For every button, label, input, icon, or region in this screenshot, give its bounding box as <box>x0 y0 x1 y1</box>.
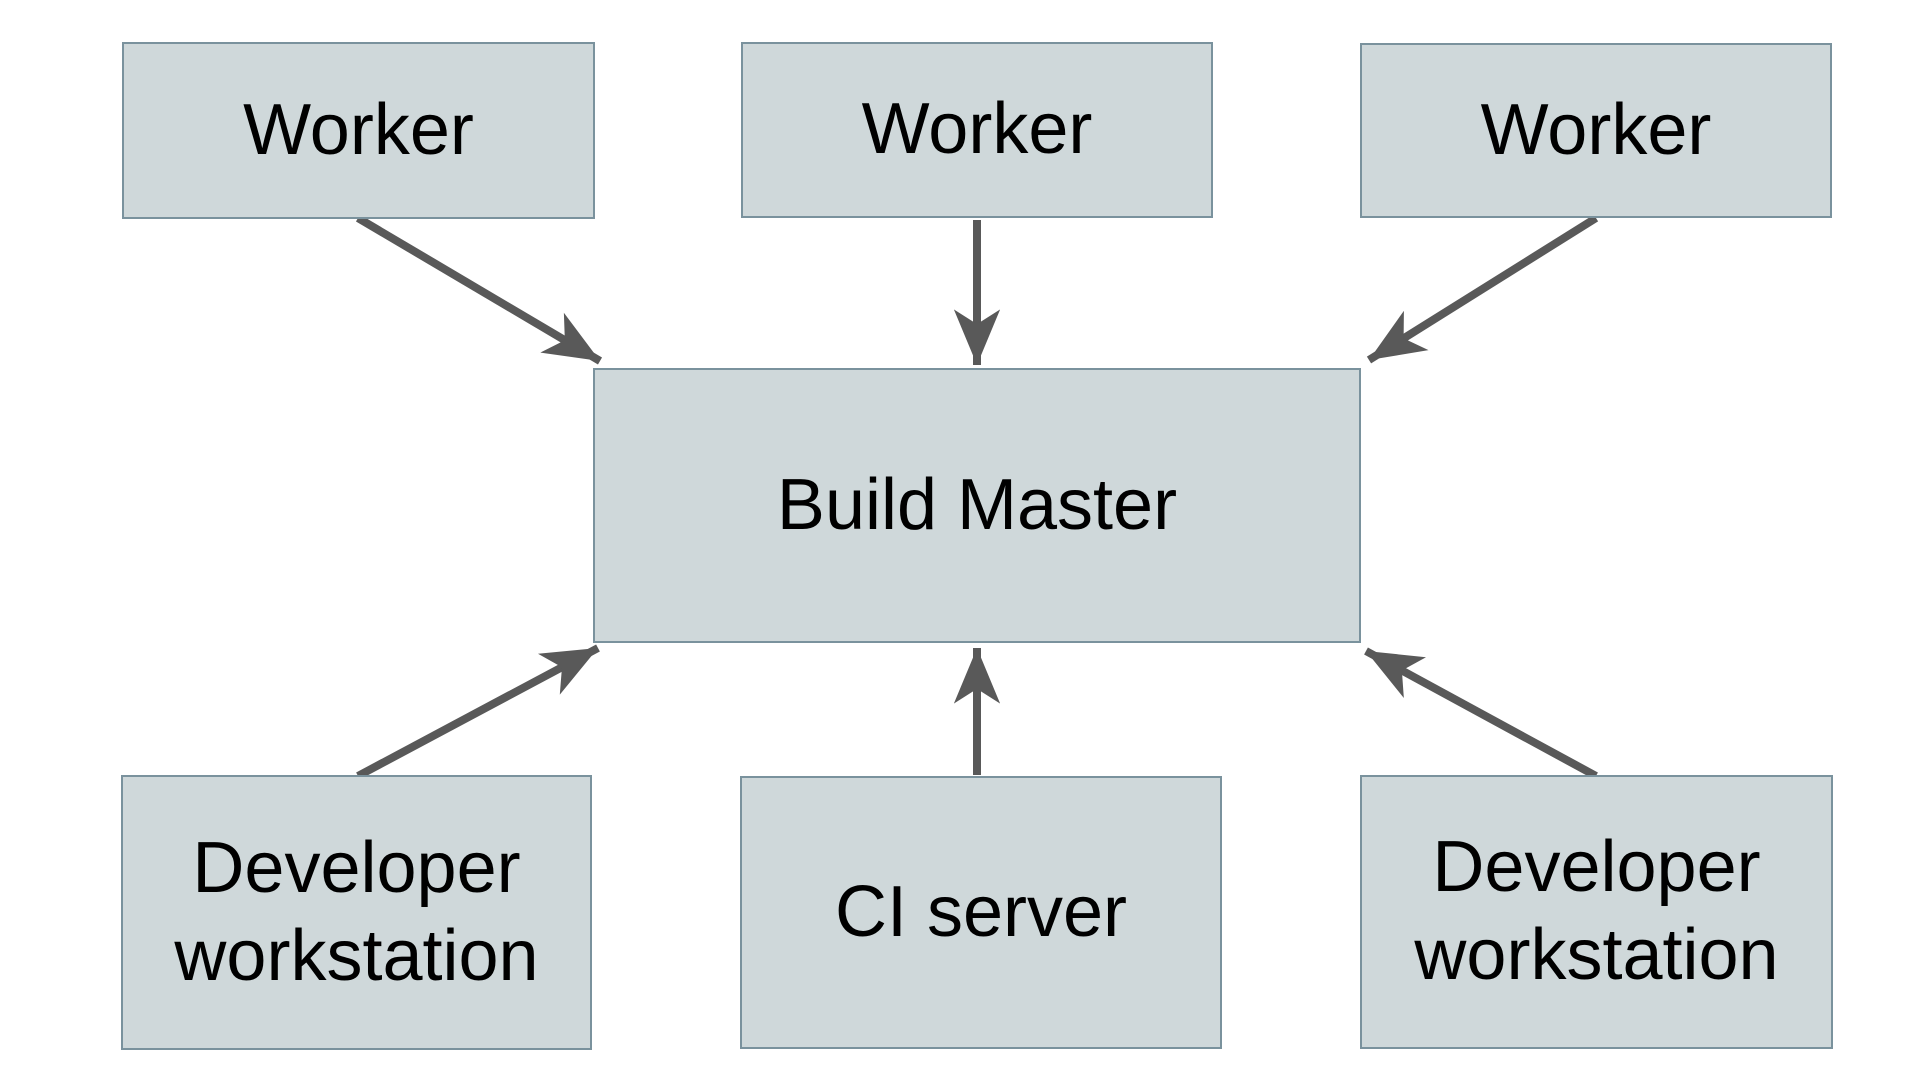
node-label: Developer workstation <box>174 827 539 996</box>
edge-worker-1-to-build-master <box>355 214 603 365</box>
edge-developer-workstation-left-to-build-master <box>356 644 600 780</box>
edge-developer-workstation-right-to-build-master <box>1364 647 1598 780</box>
node-label: Build Master <box>776 464 1178 545</box>
node-worker-3: Worker <box>1360 43 1832 218</box>
node-label: Worker <box>1480 89 1712 170</box>
node-label: Worker <box>861 89 1093 170</box>
edge-worker-3-to-build-master <box>1366 214 1599 364</box>
node-developer-workstation-right: Developer workstation <box>1360 775 1833 1049</box>
node-worker-1: Worker <box>122 42 595 219</box>
node-label: Worker <box>243 89 474 170</box>
node-label: Developer workstation <box>1414 827 1779 995</box>
node-ci-server: CI server <box>740 776 1222 1049</box>
node-label: CI server <box>834 871 1128 952</box>
node-build-master: Build Master <box>593 368 1361 643</box>
node-developer-workstation-left: Developer workstation <box>121 775 592 1050</box>
node-worker-2: Worker <box>741 42 1213 218</box>
